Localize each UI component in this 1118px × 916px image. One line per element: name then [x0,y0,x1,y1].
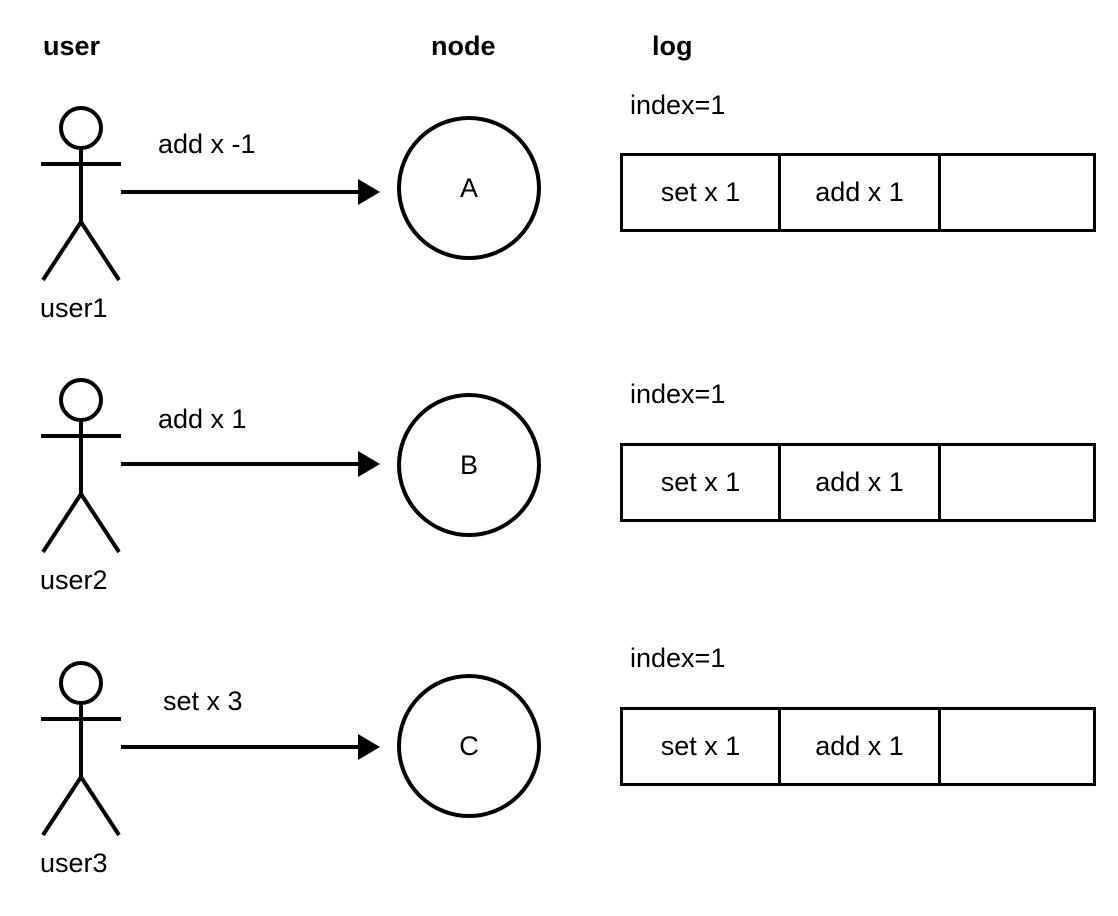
log-index-label: index=1 [630,379,726,409]
column-header-user: user [43,31,101,61]
log-entry-cell[interactable]: set x 1 [623,446,781,519]
column-header-log: log [652,31,693,61]
log-table: set x 1 add x 1 [620,443,1096,522]
log-entry-cell[interactable]: set x 1 [623,710,781,783]
log-entry-cell-empty[interactable] [941,710,1093,783]
log-entry-cell[interactable]: add x 1 [781,446,941,519]
log-table: set x 1 add x 1 [620,153,1096,232]
log-entry-cell[interactable]: add x 1 [781,156,941,229]
node-label: B [459,450,478,480]
actor-label: user1 [40,293,108,323]
log-index-label: index=1 [630,90,726,120]
stick-figure-icon [41,106,121,282]
log-entry-cell[interactable]: add x 1 [781,710,941,783]
message-arrow-icon [121,734,380,760]
arrow-label: add x -1 [158,129,256,159]
log-index-label: index=1 [630,643,726,673]
node-circle [397,674,541,818]
node-circle [397,116,541,260]
actor-label: user2 [40,565,108,595]
node-circle [397,393,541,537]
log-entry-cell-empty[interactable] [941,446,1093,519]
log-entry-cell-empty[interactable] [941,156,1093,229]
message-arrow-icon [121,179,380,205]
column-header-node: node [431,31,496,61]
actor-label: user3 [40,848,108,878]
arrow-label: add x 1 [158,404,247,434]
message-arrow-icon [121,451,380,477]
arrow-label: set x 3 [163,686,243,716]
stick-figure-icon [41,378,121,554]
log-table: set x 1 add x 1 [620,707,1096,786]
node-label: A [459,173,478,203]
log-entry-cell[interactable]: set x 1 [623,156,781,229]
stick-figure-icon [41,661,121,837]
node-label: C [459,731,479,761]
